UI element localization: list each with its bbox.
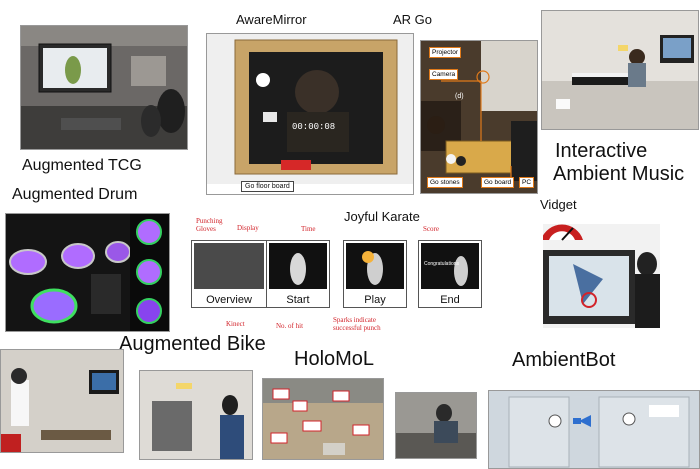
- ambientbot-scene-1: [396, 393, 476, 458]
- karate-play-caption: Play: [364, 294, 386, 306]
- ambientbot-scene-2: [489, 391, 699, 468]
- go-floor-board-label: Go floor board: [241, 181, 294, 192]
- annotation-punching-gloves: Punching Gloves: [196, 217, 223, 233]
- awaremirror-label: AwareMirror: [236, 12, 307, 27]
- karate-panel-overview: Overview: [191, 240, 267, 308]
- holomol-scene: [263, 379, 383, 459]
- augmented-drum-label: Augmented Drum: [12, 186, 138, 203]
- ambientbot-photo-1: [395, 392, 477, 459]
- interactive-ambient-music-photo: [541, 10, 699, 130]
- vidget-scene: [543, 224, 660, 328]
- interactive-label: Interactive: [555, 140, 648, 162]
- augmented-bike-label: Augmented Bike: [119, 333, 266, 355]
- holomol-photo: [262, 378, 384, 460]
- augmented-bike-photo: [0, 349, 124, 453]
- annotation-score: Score: [423, 225, 439, 233]
- karate-panel-start: Start: [266, 240, 330, 308]
- augmented-tcg-label: Augmented TCG: [22, 157, 142, 174]
- holomol-label: HoloMoL: [294, 348, 375, 370]
- ambientbot-photo-2: [488, 390, 700, 469]
- bike-scene-2: [140, 371, 252, 459]
- go-board-tag: Go board: [481, 177, 515, 188]
- joyful-karate-label: Joyful Karate: [344, 209, 420, 224]
- annotation-kinect: Kinect: [226, 320, 245, 328]
- annotation-no-of-hit: No. of hit: [276, 322, 304, 330]
- ar-go-label: AR Go: [393, 12, 433, 27]
- ar-go-scene: [421, 41, 537, 193]
- awaremirror-timer: 00:00:08: [292, 122, 336, 132]
- augmented-tcg-scene: [21, 26, 187, 149]
- projector-tag: Projector: [429, 47, 462, 58]
- ambientbot-label: AmbientBot: [512, 349, 616, 371]
- ambient-music-label: Ambient Music: [553, 163, 685, 185]
- karate-panel-end: Congratulations End: [418, 240, 482, 308]
- awaremirror-scene: [207, 34, 413, 194]
- karate-overview-caption: Overview: [206, 294, 252, 306]
- augmented-tcg-photo: [20, 25, 188, 150]
- pc-tag: PC: [519, 177, 535, 188]
- augmented-bike-photo-2: [139, 370, 253, 460]
- karate-panel-play: Play: [343, 240, 407, 308]
- annotation-time: Time: [301, 225, 316, 233]
- ar-go-photo: Projector Camera (d) Go stones Go board …: [420, 40, 538, 194]
- karate-end-caption: End: [440, 294, 460, 306]
- drum-scene: [6, 214, 169, 331]
- camera-tag: Camera: [429, 69, 459, 80]
- ar-go-d-label: (d): [455, 93, 464, 100]
- annotation-sparks: Sparks indicate successful punch: [333, 316, 381, 332]
- augmented-drum-photo: [5, 213, 170, 332]
- karate-start-caption: Start: [286, 294, 310, 306]
- bike-scene: [1, 350, 123, 452]
- awaremirror-photo: 00:00:08 Go floor board: [206, 33, 414, 195]
- congrats-text: Congratulations: [424, 261, 460, 267]
- go-stones-tag: Go stones: [427, 177, 463, 188]
- annotation-display: Display: [237, 224, 259, 232]
- vidget-photo: [543, 224, 660, 328]
- ambient-music-scene: [542, 11, 698, 129]
- vidget-label: Vidget: [540, 197, 577, 212]
